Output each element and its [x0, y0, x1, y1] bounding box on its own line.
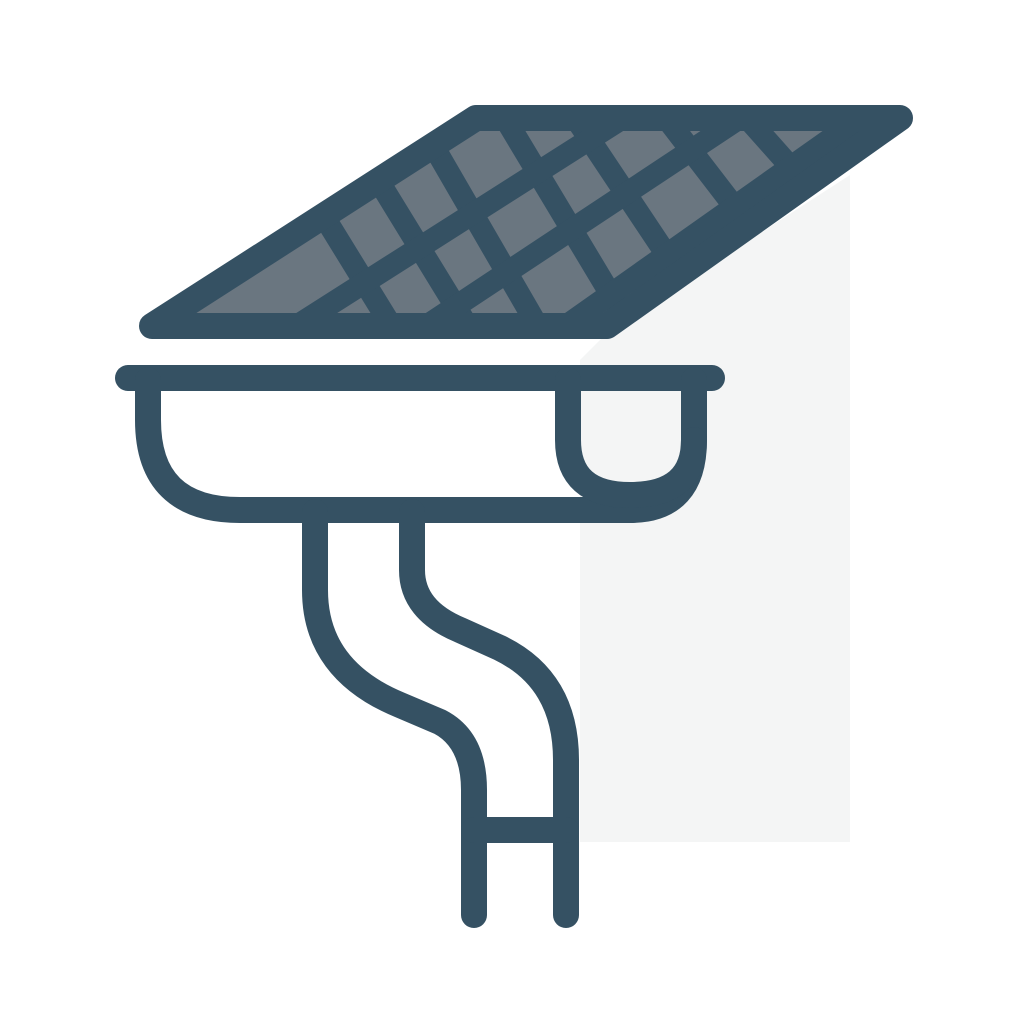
gutter-end-cap [555, 367, 707, 508]
gutter-trough [115, 365, 725, 523]
downspout-right-edge [399, 499, 579, 928]
roof-mesh-outline [139, 105, 913, 339]
downspout-left-edge [302, 499, 487, 928]
downspout [302, 499, 579, 928]
roof-mesh-guard [139, 105, 913, 339]
wall-shape [580, 175, 850, 842]
